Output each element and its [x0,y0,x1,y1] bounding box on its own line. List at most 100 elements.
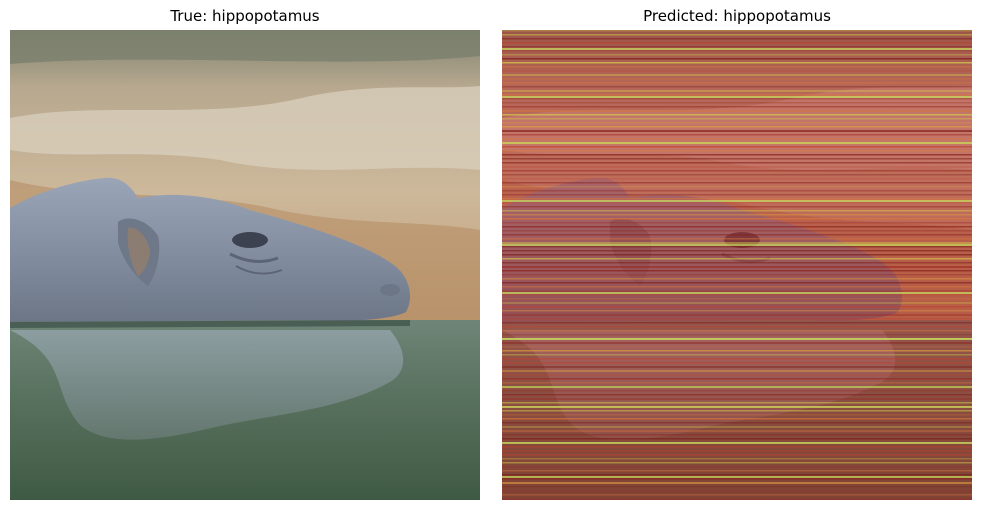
saliency-stripe-bright [502,142,972,144]
saliency-stripe [502,294,972,296]
saliency-stripe [502,86,972,88]
saliency-stripe [502,190,972,192]
saliency-stripe [502,346,972,348]
saliency-stripe [502,302,972,304]
saliency-stripe [502,414,972,416]
saliency-stripe [502,394,972,396]
saliency-stripe [502,262,972,264]
saliency-stripe [502,482,972,484]
saliency-stripe [502,354,972,356]
saliency-stripe [502,418,972,420]
saliency-stripe [502,118,972,120]
saliency-stripe [502,38,972,40]
saliency-stripe [502,254,972,256]
saliency-stripe [502,326,972,328]
saliency-stripe [502,182,972,184]
saliency-stripe [502,474,972,476]
saliency-stripe [502,314,972,316]
saliency-stripe [502,290,972,292]
saliency-stripe [502,170,972,172]
saliency-stripe [502,358,972,360]
saliency-stripe [502,114,972,116]
saliency-stripe [502,58,972,60]
saliency-stripe [502,458,972,460]
saliency-stripe [502,298,972,300]
saliency-stripe [502,158,972,160]
saliency-stripe [502,402,972,404]
saliency-stripe [502,462,972,464]
saliency-stripe [502,242,972,244]
saliency-stripe [502,306,972,308]
saliency-stripe [502,490,972,492]
saliency-stripe [502,66,972,68]
saliency-stripe [502,178,972,180]
saliency-stripe [502,430,972,432]
saliency-stripe [502,246,972,248]
saliency-stripe-bright [502,292,972,294]
saliency-stripe [502,50,972,52]
saliency-stripe [502,426,972,428]
saliency-stripe [502,234,972,236]
saliency-stripe [502,322,972,324]
saliency-stripe [502,330,972,332]
saliency-stripe-bright [502,96,972,98]
saliency-overlay-image [502,30,972,500]
saliency-stripe [502,62,972,64]
saliency-stripe [502,410,972,412]
saliency-stripe [502,250,972,252]
saliency-stripe [502,494,972,496]
saliency-stripe [502,130,972,132]
saliency-stripe [502,274,972,276]
saliency-stripe [502,366,972,368]
saliency-stripe [502,82,972,84]
saliency-stripe [502,446,972,448]
saliency-stripe [502,318,972,320]
saliency-stripe [502,154,972,156]
saliency-stripe [502,230,972,232]
saliency-stripe [502,470,972,472]
saliency-stripe [502,70,972,72]
saliency-stripe [502,486,972,488]
hippopotamus-saliency-photo [502,30,972,500]
saliency-stripe [502,350,972,352]
saliency-stripe [502,110,972,112]
saliency-stripe [502,434,972,436]
saliency-stripe [502,466,972,468]
saliency-stripe [502,150,972,152]
saliency-stripe [502,194,972,196]
saliency-stripe [502,206,972,208]
saliency-stripe [502,90,972,92]
saliency-stripe [502,270,972,272]
saliency-stripe [502,126,972,128]
true-label-panel: True: hippopotamus [10,0,480,510]
saliency-stripe-bright [502,48,972,50]
saliency-stripe [502,210,972,212]
predicted-label-panel: Predicted: hippopotamus [502,0,972,510]
saliency-stripe [502,282,972,284]
saliency-stripe [502,214,972,216]
saliency-stripe [502,46,972,48]
saliency-stripe [502,478,972,480]
saliency-stripe [502,310,972,312]
saliency-stripe-bright [502,244,972,246]
saliency-stripe [502,278,972,280]
saliency-stripe [502,98,972,100]
saliency-stripe-bright [502,406,972,408]
saliency-stripe [502,74,972,76]
true-label-title: True: hippopotamus [170,7,320,25]
saliency-stripe [502,362,972,364]
predicted-label-title: Predicted: hippopotamus [643,7,831,25]
saliency-stripe [502,398,972,400]
saliency-stripe [502,450,972,452]
saliency-stripe [502,186,972,188]
saliency-stripe [502,202,972,204]
saliency-stripe [502,390,972,392]
saliency-stripe [502,222,972,224]
saliency-stripe [502,138,972,140]
saliency-stripe-bright [502,338,972,340]
saliency-stripe [502,94,972,96]
saliency-stripe [502,374,972,376]
saliency-stripe [502,498,972,500]
saliency-stripe [502,218,972,220]
saliency-stripe [502,286,972,288]
